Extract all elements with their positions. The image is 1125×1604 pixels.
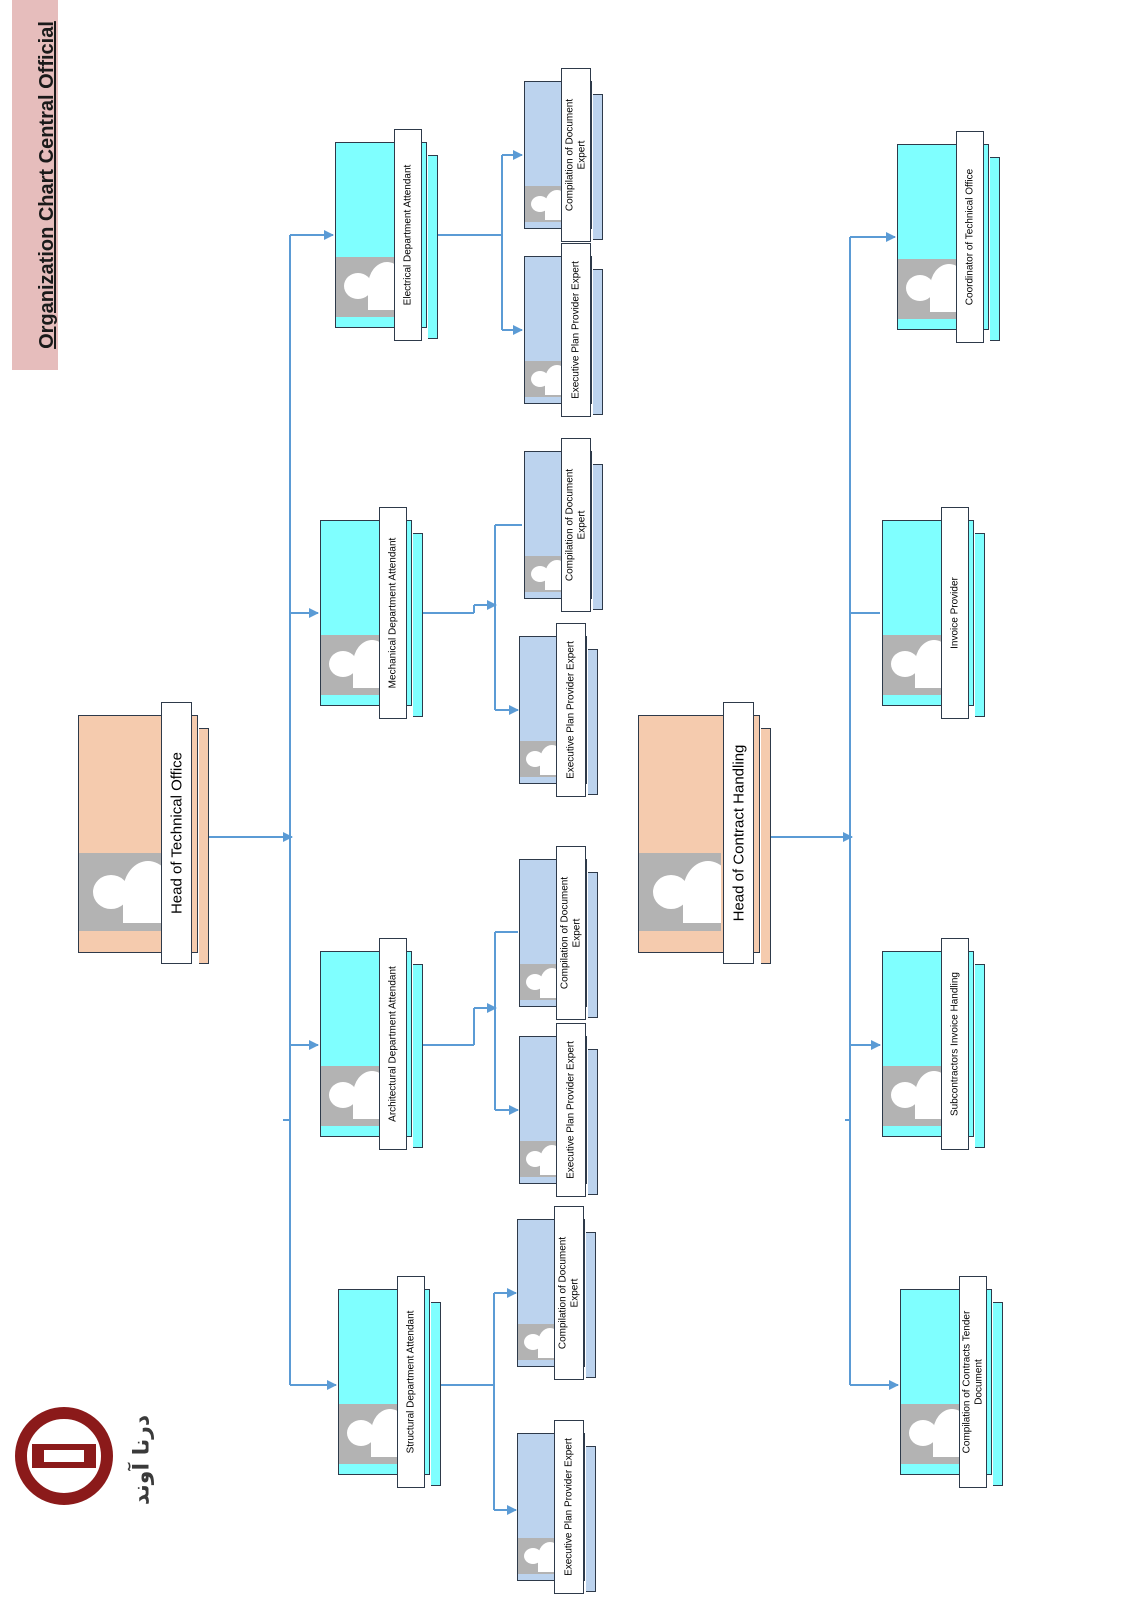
structural-attendant-label: Structural Department Attendant	[405, 1310, 417, 1454]
structural-compilation-expert-label: Compilation of Document Expert	[557, 1236, 581, 1350]
person-icon	[321, 1066, 381, 1126]
architectural-executive-expert-card: Executive Plan Provider Expert	[519, 1023, 598, 1197]
architectural-executive-expert-label: Executive Plan Provider Expert	[565, 1041, 577, 1179]
coordinator-technical-office-card: Coordinator of Technical Office	[897, 131, 1000, 343]
structural-executive-expert-card: Executive Plan Provider Expert	[517, 1420, 596, 1594]
coordinator-technical-office-label: Coordinator of Technical Office	[964, 168, 976, 306]
architectural-attendant-card: Architectural Department Attendant	[320, 938, 423, 1150]
electrical-attendant-label: Electrical Department Attendant	[402, 164, 414, 306]
person-icon	[520, 741, 558, 777]
mechanical-compilation-expert-card: Compilation of Document Expert	[524, 438, 603, 612]
electrical-compilation-expert-label: Compilation of Document Expert	[564, 98, 588, 212]
invoice-provider-card: Invoice Provider	[882, 507, 985, 719]
mechanical-attendant-card: Mechanical Department Attendant	[320, 507, 423, 719]
structural-compilation-expert-card: Compilation of Document Expert	[517, 1206, 596, 1380]
head-contract-handling-card: Head of Contract Handling	[638, 702, 771, 964]
contracts-tender-card: Compilation of Contracts Tender Document	[900, 1276, 1003, 1488]
mechanical-compilation-expert-label: Compilation of Document Expert	[564, 468, 588, 582]
structural-attendant-card: Structural Department Attendant	[338, 1276, 441, 1488]
title-banner: Organization Chart Central Official	[12, 0, 58, 370]
company-logo-text: درنا آوند	[129, 1414, 155, 1506]
subcontractors-invoice-card: Subcontractors Invoice Handling	[882, 938, 985, 1150]
person-icon	[520, 964, 558, 1000]
head-technical-office-card: Head of Technical Office	[78, 702, 209, 964]
electrical-attendant-card: Electrical Department Attendant	[335, 129, 438, 341]
person-icon	[321, 635, 381, 695]
contracts-tender-label: Compilation of Contracts Tender Document	[961, 1310, 985, 1454]
person-icon	[901, 1404, 961, 1464]
mechanical-executive-expert-label: Executive Plan Provider Expert	[565, 641, 577, 779]
head-contract-handling-label: Head of Contract Handling	[729, 744, 747, 922]
person-icon	[898, 259, 958, 319]
invoice-provider-label: Invoice Provider	[949, 577, 961, 649]
person-icon	[336, 257, 396, 317]
subcontractors-invoice-label: Subcontractors Invoice Handling	[949, 972, 961, 1116]
mechanical-attendant-label: Mechanical Department Attendant	[387, 537, 399, 689]
mechanical-executive-expert-card: Executive Plan Provider Expert	[519, 623, 598, 797]
person-icon	[525, 361, 563, 397]
person-icon	[520, 1141, 558, 1177]
architectural-attendant-label: Architectural Department Attendant	[387, 966, 399, 1122]
chart-title: Organization Chart Central Official	[36, 21, 58, 349]
electrical-executive-expert-label: Executive Plan Provider Expert	[570, 261, 582, 399]
person-icon	[518, 1538, 556, 1574]
person-icon	[883, 635, 943, 695]
person-icon	[79, 853, 161, 931]
person-icon	[525, 186, 563, 222]
electrical-executive-expert-card: Executive Plan Provider Expert	[524, 243, 603, 417]
person-icon	[639, 853, 721, 931]
architectural-compilation-expert-label: Compilation of Document Expert	[559, 876, 583, 990]
structural-executive-expert-label: Executive Plan Provider Expert	[563, 1438, 575, 1576]
electrical-compilation-expert-card: Compilation of Document Expert	[524, 68, 603, 242]
person-icon	[339, 1404, 399, 1464]
architectural-compilation-expert-card: Compilation of Document Expert	[519, 846, 598, 1020]
company-logo-icon	[15, 1407, 113, 1505]
person-icon	[883, 1066, 943, 1126]
person-icon	[518, 1324, 556, 1360]
head-technical-office-label: Head of Technical Office	[167, 751, 185, 915]
person-icon	[525, 556, 563, 592]
